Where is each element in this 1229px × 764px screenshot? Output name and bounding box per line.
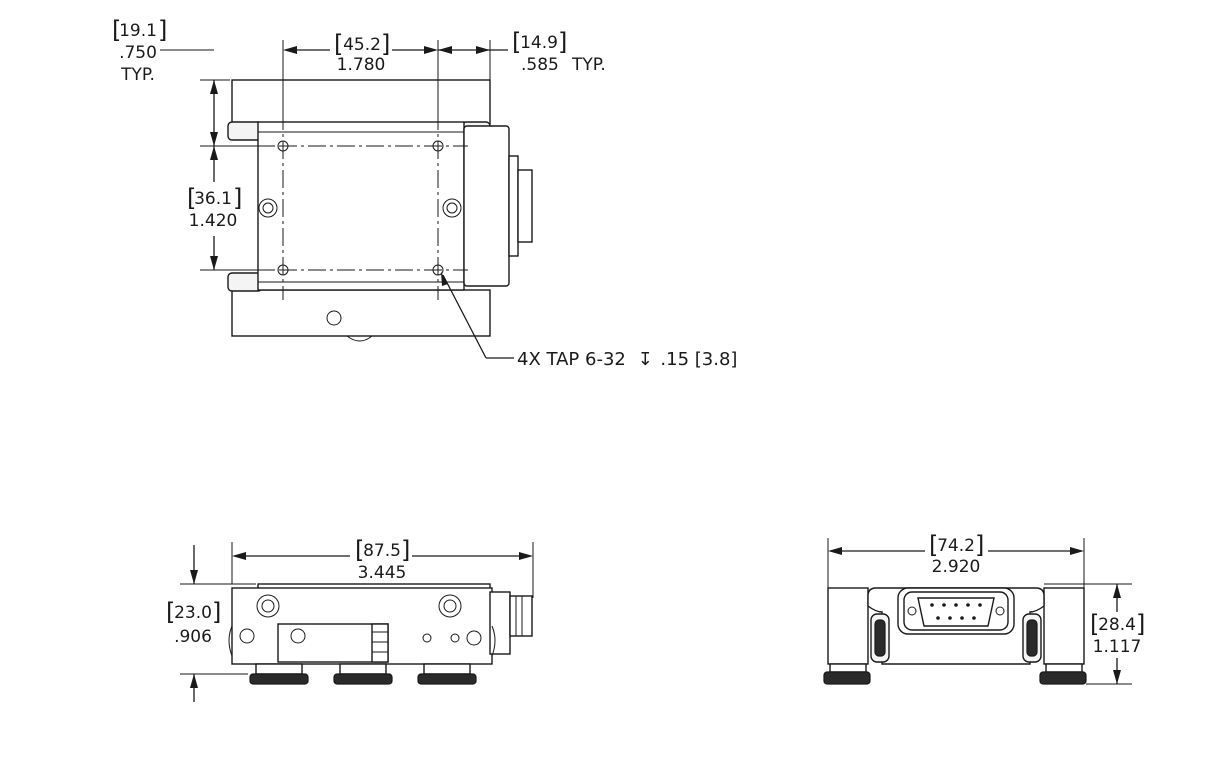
front-connector: [509, 595, 533, 637]
dim-front-width: [ 87.5 ] 3.445: [355, 536, 410, 583]
svg-text:]: ]: [212, 598, 221, 626]
top-front-plate: [231, 289, 491, 337]
svg-text:[: [: [929, 531, 938, 559]
svg-text:]: ]: [1136, 610, 1145, 638]
side-foot-left: [823, 671, 871, 685]
roller-bottom-left: [227, 272, 263, 292]
tap-hole-2: [432, 140, 444, 152]
tap-hole-3: [277, 264, 289, 276]
svg-text:23.0: 23.0: [174, 603, 212, 623]
front-knob-edge: [346, 335, 373, 342]
svg-text:[: [: [112, 16, 121, 44]
svg-text:19.1: 19.1: [119, 21, 157, 41]
tap-callout: 4X TAP 6-32 ↧ .15 [3.8]: [517, 349, 737, 370]
dim-typ-left: [ 19.1 ] .750 TYP.: [112, 16, 167, 85]
front-bolt-right: [438, 594, 462, 618]
side-block-left: [827, 587, 869, 665]
svg-text:74.2: 74.2: [937, 536, 975, 556]
svg-text:[: [: [355, 536, 364, 564]
foot-1: [255, 663, 303, 675]
svg-text:]: ]: [233, 184, 242, 212]
tap-hole-1: [277, 140, 289, 152]
svg-text:TYP.: TYP.: [571, 55, 606, 75]
foot-3: [423, 663, 471, 675]
top-view: [ 45.2 ] 1.780 [ 14.9 ] .585 TYP. [ 19.1…: [112, 16, 737, 370]
side-foot-right: [1039, 671, 1087, 685]
svg-text:3.445: 3.445: [358, 563, 407, 583]
dim-front-height: [ 23.0 ] .906: [166, 598, 221, 647]
top-rear-plate: [231, 79, 491, 125]
svg-text:TYP.: TYP.: [120, 65, 155, 85]
front-wheel-right: [466, 630, 482, 646]
db9-connector: [917, 597, 995, 627]
svg-text:45.2: 45.2: [343, 35, 381, 55]
svg-text:]: ]: [401, 536, 410, 564]
side-block-right: [1043, 587, 1085, 665]
svg-text:.750: .750: [119, 43, 157, 63]
dim-typ-right: [ 14.9 ] .585 TYP.: [512, 28, 606, 75]
svg-text:[: [: [1090, 610, 1099, 638]
svg-text:28.4: 28.4: [1098, 615, 1136, 635]
svg-text:.906: .906: [174, 627, 212, 647]
dim-side-width: [ 74.2 ] 2.920: [929, 531, 984, 577]
svg-text:]: ]: [558, 28, 567, 56]
dim-hole-spacing-y: [ 36.1 ] 1.420: [187, 184, 242, 231]
svg-text:36.1: 36.1: [194, 189, 232, 209]
motor-cap: [508, 155, 519, 257]
front-motor: [489, 591, 511, 655]
connector-stub: [517, 169, 533, 243]
svg-text:]: ]: [975, 531, 984, 559]
foot-2: [339, 663, 387, 675]
side-hole-right: [442, 198, 462, 218]
svg-text:87.5: 87.5: [363, 541, 401, 561]
front-wheel-left: [239, 628, 255, 644]
svg-text:]: ]: [158, 16, 167, 44]
side-hole-left: [258, 198, 278, 218]
motor-housing: [463, 125, 510, 287]
front-bolt-left: [256, 594, 280, 618]
tap-hole-4: [432, 264, 444, 276]
roller-top-left: [227, 121, 263, 141]
svg-text:2.920: 2.920: [932, 557, 981, 577]
svg-text:.585: .585: [521, 55, 559, 75]
svg-text:]: ]: [381, 30, 390, 58]
svg-text:[: [: [512, 28, 521, 56]
svg-text:14.9: 14.9: [520, 33, 558, 53]
side-view: [ 74.2 ] 2.920 [ 28.4 ] 1.117: [823, 531, 1145, 685]
svg-text:1.780: 1.780: [337, 55, 386, 75]
dim-side-height: [ 28.4 ] 1.117: [1090, 610, 1145, 657]
svg-text:[: [: [334, 30, 343, 58]
front-plate-hole: [326, 310, 342, 326]
svg-text:[: [: [166, 598, 175, 626]
svg-text:[: [: [187, 184, 196, 212]
svg-text:1.117: 1.117: [1093, 637, 1142, 657]
svg-text:1.420: 1.420: [189, 211, 238, 231]
dim-hole-spacing-x: [ 45.2 ] 1.780: [334, 30, 390, 75]
carriage-body: [257, 121, 465, 291]
front-view: [ 87.5 ] 3.445 [ 23.0 ] .906: [166, 536, 534, 702]
